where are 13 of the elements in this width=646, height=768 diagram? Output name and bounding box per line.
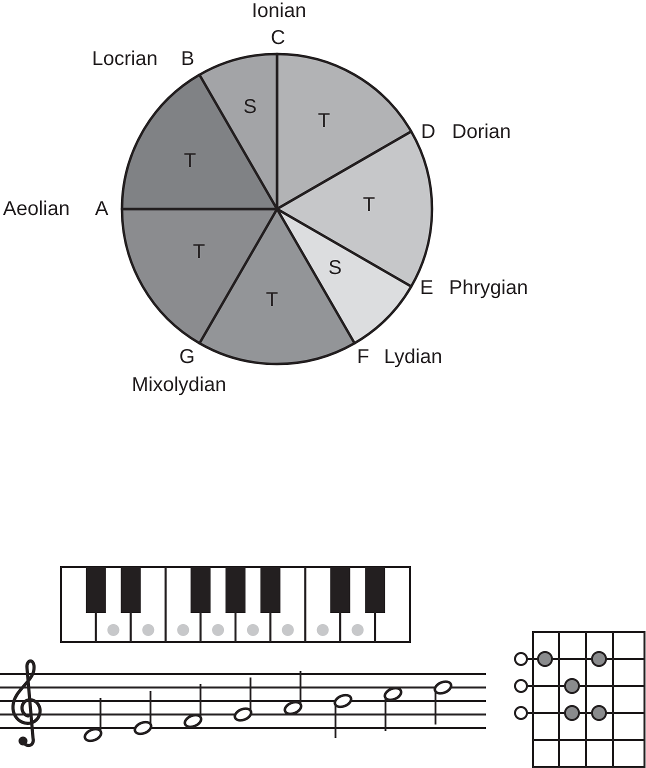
note-letter: G <box>179 346 195 369</box>
mode-name: Mixolydian <box>132 374 226 397</box>
mode-name: Ionian <box>252 0 306 23</box>
mode-name: Lydian <box>384 346 442 369</box>
note-letter: B <box>181 48 194 71</box>
note-letter: A <box>95 198 108 221</box>
note-letter: C <box>270 27 286 50</box>
pie-wedge: S <box>198 52 278 210</box>
mode-name: Locrian <box>92 48 158 71</box>
mode-name: Phrygian <box>449 277 528 300</box>
mode-name: Aeolian <box>3 198 70 221</box>
mode-name: Dorian <box>452 121 511 144</box>
note-letter: F <box>357 346 370 369</box>
